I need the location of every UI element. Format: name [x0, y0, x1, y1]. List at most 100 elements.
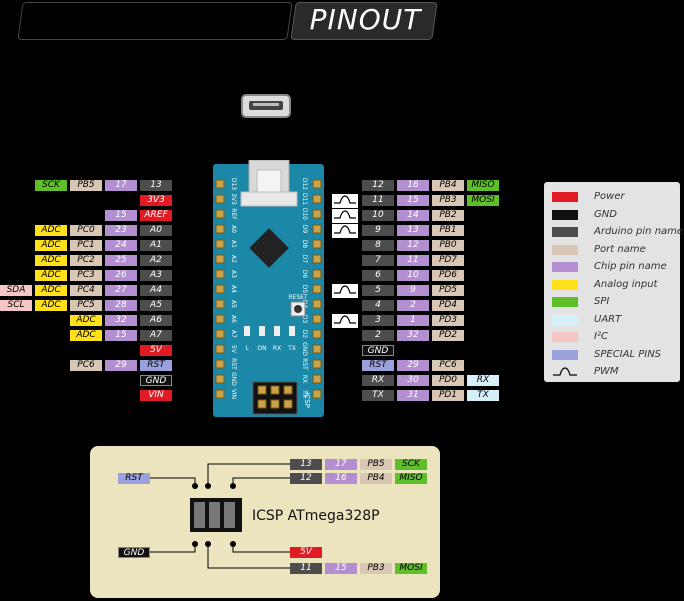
legend-label: GND [594, 208, 617, 220]
icsp-label-port: PB5 [360, 459, 392, 470]
header-pin [312, 254, 322, 264]
header-label: RST [301, 358, 308, 370]
pin-label-port: PC5 [70, 300, 102, 311]
pin-label-port: PC1 [70, 240, 102, 251]
legend-label: Chip pin name [594, 261, 667, 272]
header-label: TX [301, 389, 308, 398]
legend-swatch [552, 262, 578, 272]
pin-label-chip: 28 [105, 300, 137, 311]
pin-label-port: PD7 [432, 255, 464, 266]
header-label: D6 [301, 270, 308, 279]
icsp-pin [283, 399, 293, 409]
header-pin [312, 344, 322, 354]
legend-swatch [552, 244, 578, 255]
pin-label-ard: A3 [140, 270, 172, 281]
icsp-label-spi: MOSI [395, 563, 427, 574]
header-pin [215, 224, 225, 234]
icsp-title: ICSP ATmega328P [252, 508, 380, 524]
icsp-label-ard: 12 [290, 473, 322, 484]
pin-label-ard: 8 [362, 240, 394, 251]
pin-label-port: PC6 [70, 360, 102, 371]
pin-label-gnd: GND [140, 375, 172, 386]
pin-label-port: PB4 [432, 180, 464, 191]
icsp-pin [270, 399, 280, 409]
icsp-label-chip: 15 [325, 563, 357, 574]
pin-label-port: PC2 [70, 255, 102, 266]
pin-label-ard: A1 [140, 240, 172, 251]
pin-label-ard: 4 [362, 300, 394, 311]
reset-label: RESET [288, 294, 308, 301]
pin-label-ard: 5 [362, 285, 394, 296]
legend-swatch [552, 297, 578, 307]
header-label: A3 [230, 270, 237, 278]
pin-label-port: PD3 [432, 315, 464, 326]
pwm-icon [332, 194, 358, 208]
pin-label-pwr: 3V3 [140, 195, 172, 206]
pin-label-chip: 11 [397, 255, 429, 266]
header-label: A0 [230, 225, 237, 233]
legend-label: Port name [594, 243, 646, 255]
header-pin [312, 314, 322, 324]
pin-label-ard: TX [362, 390, 394, 401]
header-label: GND [230, 372, 237, 386]
pin-label-port: PD0 [432, 375, 464, 386]
pin-label-pwr: AREF [140, 210, 172, 221]
icsp-label-spi: MISO [395, 473, 427, 484]
header-pin [215, 329, 225, 339]
header-pin [215, 344, 225, 354]
header-label: D12 [301, 178, 308, 190]
pin-label-port: PB1 [432, 225, 464, 236]
pin-label-uart: RX [467, 375, 499, 386]
header-pin [312, 284, 322, 294]
header-label: REF [230, 208, 237, 220]
pin-label-spi: MISO [467, 180, 499, 191]
pin-label-ana: ADC [35, 225, 67, 236]
led [274, 326, 280, 336]
led [244, 326, 250, 336]
led [289, 326, 295, 336]
header-label: D7 [301, 255, 308, 264]
pin-label-ana: ADC [35, 255, 67, 266]
pin-label-port: PB2 [432, 210, 464, 221]
pin-label-ard: 2 [362, 330, 394, 341]
header-label: GND [301, 342, 308, 356]
pin-label-ard: A2 [140, 255, 172, 266]
pin-label-ana: ADC [35, 285, 67, 296]
header-pin [215, 179, 225, 189]
pin-label-port: PD5 [432, 285, 464, 296]
icsp-label-port: PB3 [360, 563, 392, 574]
icsp-label-ard: 11 [290, 563, 322, 574]
pwm-icon [553, 367, 577, 376]
header-pin [215, 359, 225, 369]
name-banner [17, 2, 293, 40]
pin-label-port: PC6 [432, 360, 464, 371]
legend-label: PWM [594, 366, 619, 377]
pin-label-port: PD6 [432, 270, 464, 281]
pin-label-ana: ADC [70, 330, 102, 341]
icsp-label-pwr: 5V [290, 547, 322, 558]
usb-icon [241, 94, 291, 118]
legend-swatch [552, 209, 578, 220]
pin-label-port: PD1 [432, 390, 464, 401]
pin-label-ard: A6 [140, 315, 172, 326]
pin-label-ard: 3 [362, 315, 394, 326]
pin-label-port: PB0 [432, 240, 464, 251]
pin-label-pwr: 5V [140, 345, 172, 356]
legend-label: UART [594, 313, 622, 325]
pin-label-chip: 9 [397, 285, 429, 296]
pin-label-port: PC4 [70, 285, 102, 296]
header-label: A4 [230, 285, 237, 293]
pin-label-port: PD2 [432, 330, 464, 341]
header-pin [215, 254, 225, 264]
header-pin [215, 314, 225, 324]
pwm-icon [332, 314, 358, 328]
header-label: D10 [301, 208, 308, 220]
legend-label: Arduino pin name [594, 226, 684, 237]
pin-label-port: PB3 [432, 195, 464, 206]
header-pin [215, 299, 225, 309]
header-pin [215, 269, 225, 279]
header-pin [312, 209, 322, 219]
icsp-label-gnd: GND [118, 547, 150, 558]
header-pin [312, 329, 322, 339]
pin-label-port: PC3 [70, 270, 102, 281]
